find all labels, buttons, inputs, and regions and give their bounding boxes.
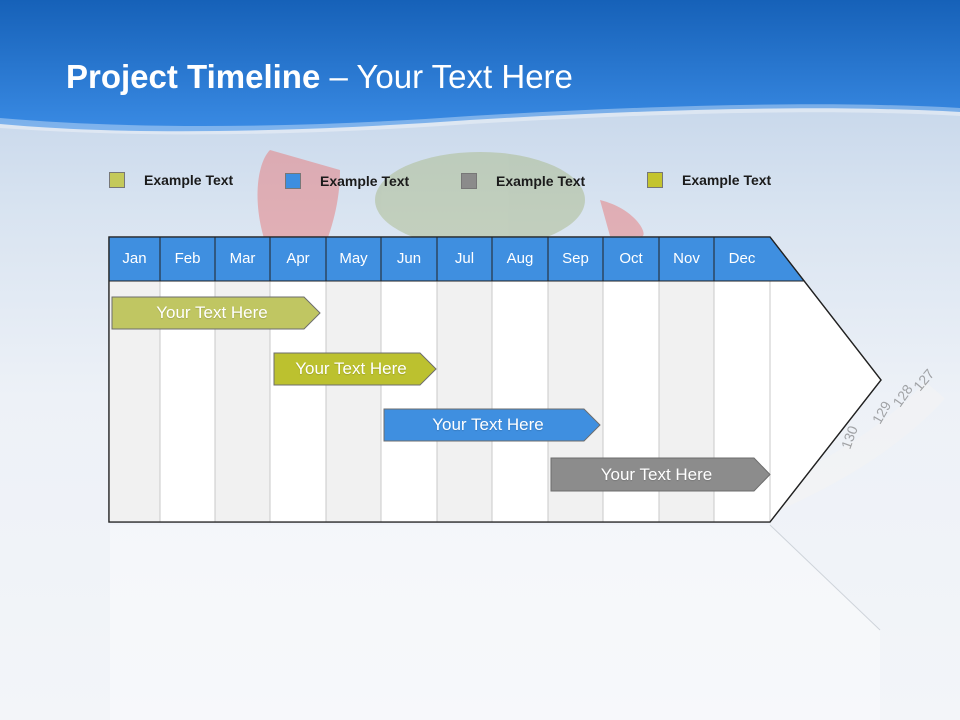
month-label-mar: Mar: [229, 250, 256, 267]
month-label-nov: Nov: [673, 250, 700, 267]
month-label-aug: Aug: [506, 250, 534, 267]
banner-highlight: [0, 104, 960, 135]
month-label-may: May: [339, 250, 368, 267]
timeline-bar-label-3: Your Text Here: [432, 415, 544, 434]
month-label-jul: Jul: [454, 250, 475, 267]
month-label-jan: Jan: [122, 250, 147, 267]
legend-item-4: Example Text: [647, 170, 771, 190]
legend-item-2: Example Text: [285, 171, 409, 191]
legend-swatch-1: [109, 172, 125, 188]
page-title: Project Timeline – Your Text Here: [66, 58, 573, 96]
legend-item-1: Example Text: [109, 170, 233, 190]
timeline-column-jun: [380, 280, 438, 523]
title-bold: Project Timeline: [66, 58, 321, 95]
timeline-column-aug: [491, 280, 549, 523]
legend-label-1: Example Text: [144, 172, 234, 188]
month-label-jun: Jun: [396, 250, 422, 267]
timeline-bar-label-1: Your Text Here: [156, 303, 268, 322]
timeline-bar-label-4: Your Text Here: [600, 465, 713, 484]
month-label-dec: Dec: [728, 250, 756, 267]
title-rest: – Your Text Here: [320, 58, 573, 95]
legend-label-3: Example Text: [496, 173, 586, 189]
timeline-reflection: [110, 525, 880, 720]
month-label-feb: Feb: [174, 250, 201, 267]
legend-swatch-4: [647, 172, 663, 188]
legend-item-3: Example Text: [461, 171, 585, 191]
legend-label-2: Example Text: [320, 173, 410, 189]
timeline-bar-4: [550, 457, 771, 492]
month-label-apr: Apr: [286, 250, 310, 267]
header-banner: [0, 0, 960, 132]
timeline-bar-3: [383, 408, 601, 442]
timeline-bar-1: [111, 296, 321, 330]
legend-label-4: Example Text: [682, 172, 772, 188]
svg-text:130: 130: [838, 423, 861, 451]
legend-swatch-3: [461, 173, 477, 189]
timeline-column-may: [325, 280, 382, 523]
month-label-sep: Sep: [562, 250, 589, 267]
timeline-bar-label-2: Your Text Here: [295, 359, 407, 378]
month-label-oct: Oct: [619, 250, 643, 267]
legend-swatch-2: [285, 173, 301, 189]
timeline-bar-2: [273, 352, 437, 386]
timeline-column-jul: [436, 280, 493, 523]
